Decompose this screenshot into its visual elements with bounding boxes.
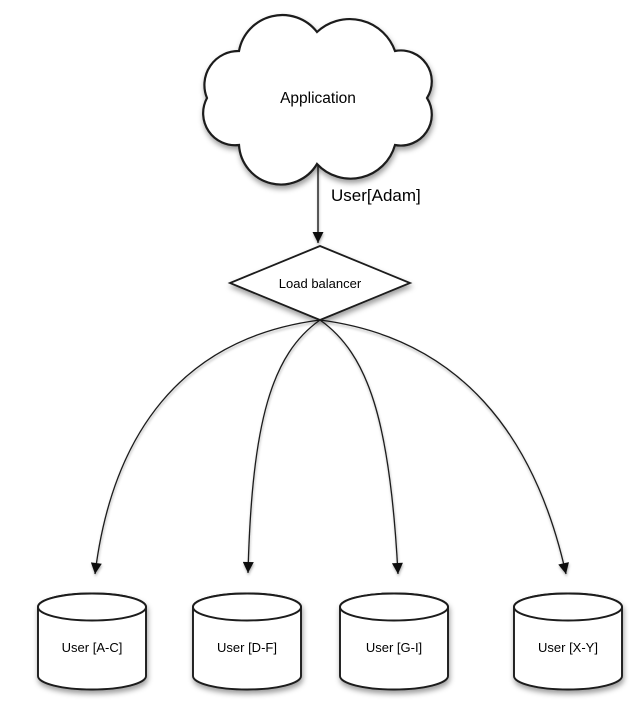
edge-lb-to-shard-ac <box>90 319 321 575</box>
db-cylinder-shard-gi <box>339 592 449 691</box>
shard-df-label: User [D-F] <box>217 640 277 655</box>
application-label: Application <box>280 90 356 107</box>
edge-lb-to-shard-xy <box>319 319 569 575</box>
cylinder-top-ellipse <box>513 592 623 622</box>
shard-xy-label: User [X-Y] <box>538 640 598 655</box>
shard-ac-label: User [A-C] <box>62 640 123 655</box>
cylinder-top-ellipse <box>37 592 147 622</box>
load-balancer-label: Load balancer <box>279 276 362 291</box>
load-balancer-diamond <box>227 245 413 321</box>
db-cylinder-shard-xy <box>513 592 623 691</box>
shard-gi-label: User [G-I] <box>366 640 422 655</box>
edge-lb-to-shard-gi <box>319 319 403 575</box>
edge-lb-to-shard-df <box>242 319 321 574</box>
db-cylinder-shard-ac <box>37 592 147 691</box>
application-cloud <box>202 13 433 186</box>
cylinder-top-ellipse <box>339 592 449 622</box>
edge-user-adam-label: User[Adam] <box>331 186 421 205</box>
cylinder-top-ellipse <box>192 592 302 622</box>
db-cylinder-shard-df <box>192 592 302 691</box>
